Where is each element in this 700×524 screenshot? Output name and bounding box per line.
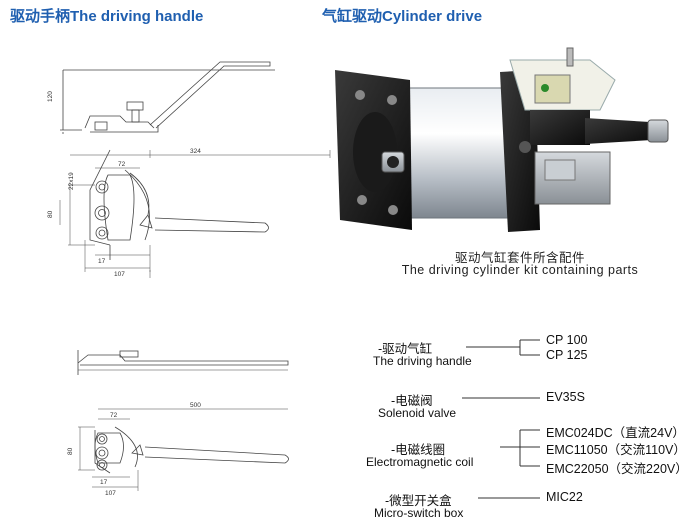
dim-base: 107 [105, 490, 116, 497]
dim-base: 107 [114, 271, 125, 278]
model-mic22: MIC22 [546, 490, 583, 504]
model-cp125: CP 125 [546, 348, 588, 362]
model-emc024dc: EMC024DC（直流24V） [546, 426, 685, 440]
kit-caption-en: The driving cylinder kit containing part… [401, 263, 639, 277]
kit-caption-cn: 驱动气缸套件所含配件 [454, 251, 585, 265]
dim-small: 17 [98, 258, 106, 265]
heading-cylinder-drive: 气缸驱动Cylinder drive [322, 8, 483, 25]
dim-offset: 72 [110, 412, 118, 419]
drawing-handle-500: 500 72 80 17 107 [67, 350, 289, 497]
heading-driving-handle: 驱动手柄The driving handle [10, 8, 204, 25]
part-solenoid-cn: -电磁阀 [391, 394, 433, 408]
dim-small: 17 [100, 479, 108, 486]
dim-offset: 72 [118, 161, 126, 168]
dim-length: 324 [190, 148, 201, 155]
dim-width: 80 [67, 447, 74, 455]
part-cylinder-cn: -驱动气缸 [378, 342, 433, 356]
dim-width: 80 [47, 210, 54, 218]
part-cylinder-en: The driving handle [373, 354, 472, 368]
dim-length: 500 [190, 402, 201, 409]
model-emc22050: EMC22050（交流220V） [546, 462, 688, 476]
part-coil-en: Electromagnetic coil [366, 455, 474, 469]
dim-height: 120 [47, 91, 54, 102]
cylinder-drive-image [335, 47, 669, 232]
model-emc11050: EMC11050（交流110V） [546, 443, 686, 457]
model-ev35s: EV35S [546, 390, 585, 404]
part-microswitch-en: Micro-switch box [374, 506, 464, 520]
dim-hole: 22x19 [68, 172, 75, 190]
part-microswitch-cn: -微型开关盒 [385, 494, 452, 508]
drawing-handle-300: 120 324 72 22x19 80 17 107 [47, 61, 331, 278]
part-coil-cn: -电磁线圈 [391, 443, 446, 457]
part-solenoid-en: Solenoid valve [378, 406, 457, 420]
model-cp100: CP 100 [546, 333, 588, 347]
